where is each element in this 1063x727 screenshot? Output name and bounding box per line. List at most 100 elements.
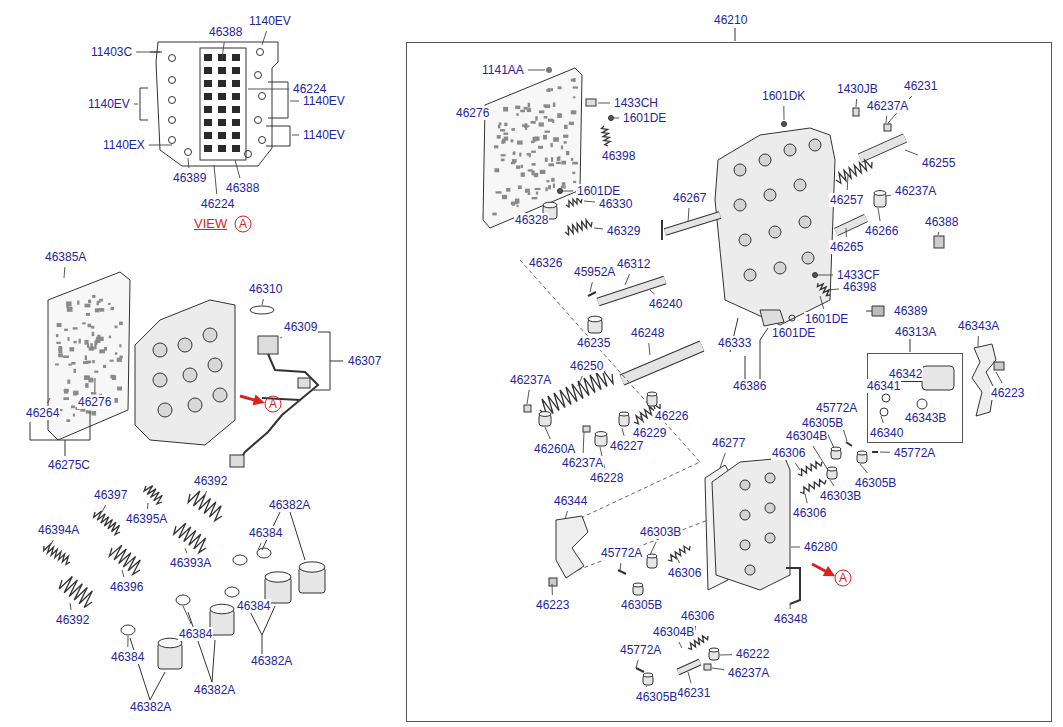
pin bbox=[846, 442, 852, 446]
callout-number: 46223 bbox=[535, 598, 570, 612]
leader-line bbox=[846, 228, 847, 237]
callout-number: 46348 bbox=[773, 612, 808, 626]
bolt-square bbox=[232, 93, 240, 100]
plug-end bbox=[831, 447, 841, 451]
bracket bbox=[65, 440, 66, 456]
leader bbox=[910, 338, 911, 352]
bolt-hole bbox=[169, 97, 176, 104]
plate-hole bbox=[511, 139, 514, 142]
separator-plate bbox=[483, 68, 582, 228]
o-ring bbox=[121, 625, 135, 635]
pin bbox=[524, 405, 531, 412]
plate-hole bbox=[67, 380, 70, 384]
plate-hole bbox=[87, 324, 91, 328]
plate-hole bbox=[558, 86, 562, 89]
spring bbox=[836, 160, 872, 183]
plug-end bbox=[647, 392, 657, 396]
solenoid bbox=[922, 366, 954, 390]
leader-line bbox=[590, 282, 592, 292]
bracket bbox=[150, 672, 165, 700]
callout-number: 46382A bbox=[129, 700, 172, 714]
plate-hole bbox=[532, 163, 536, 166]
valve-bore bbox=[734, 199, 746, 211]
plate-hole bbox=[547, 180, 550, 182]
pin bbox=[884, 124, 891, 131]
plate-hole bbox=[515, 199, 520, 204]
leader-line bbox=[880, 452, 890, 453]
parts-drawing bbox=[30, 28, 1004, 700]
bolt-square bbox=[218, 67, 226, 74]
bolt bbox=[934, 236, 944, 248]
callout-number: 46393A bbox=[169, 556, 212, 570]
leader-line bbox=[552, 584, 553, 595]
callout-number: 46237A bbox=[561, 456, 604, 470]
bolt-square bbox=[204, 54, 212, 61]
callout-number: 46384 bbox=[178, 627, 213, 641]
plate-hole bbox=[117, 387, 122, 391]
solenoid-port bbox=[158, 403, 172, 417]
plug-end bbox=[827, 467, 837, 471]
leader-line bbox=[820, 296, 824, 309]
bolt-hole bbox=[169, 55, 176, 62]
plate-hole bbox=[557, 157, 560, 161]
callout-number: 46237A bbox=[866, 99, 909, 113]
bolt-square bbox=[218, 93, 226, 100]
leader-line bbox=[795, 463, 800, 470]
plate-hole bbox=[517, 141, 523, 145]
leader-line bbox=[996, 372, 1002, 383]
o-ring bbox=[176, 595, 190, 605]
callout-number: 45772A bbox=[893, 446, 936, 460]
callout-number: 46226 bbox=[654, 409, 689, 423]
spool bbox=[622, 346, 702, 380]
leader-line bbox=[563, 191, 573, 192]
plate-hole bbox=[531, 121, 536, 124]
leader-line bbox=[828, 289, 839, 290]
plate-hole bbox=[545, 158, 548, 162]
valve-bore bbox=[765, 473, 775, 483]
plate-hole bbox=[520, 110, 525, 113]
plate-hole bbox=[539, 122, 544, 126]
bolt-hole bbox=[255, 117, 262, 124]
callout-number: 46304B bbox=[785, 429, 828, 443]
callout-number: 45772A bbox=[815, 401, 858, 415]
plate-hole bbox=[103, 365, 106, 368]
callout-number: 1601DE bbox=[622, 111, 667, 125]
plug-end bbox=[643, 673, 653, 677]
plug-end bbox=[709, 648, 719, 652]
gasket-outline bbox=[156, 42, 278, 166]
plate-hole bbox=[111, 307, 114, 310]
callout-number: 46305B bbox=[635, 690, 678, 704]
connector bbox=[258, 336, 278, 354]
leader bbox=[735, 28, 736, 41]
plate-hole bbox=[501, 154, 506, 156]
callout-number: 1601DE bbox=[576, 184, 621, 198]
plate-hole bbox=[540, 170, 546, 174]
plug-end bbox=[874, 191, 886, 196]
leader-line bbox=[614, 118, 619, 119]
valve-bore bbox=[799, 216, 811, 228]
bolt bbox=[546, 67, 552, 73]
valve-bore bbox=[769, 226, 781, 238]
plate-hole bbox=[501, 159, 505, 162]
plate-hole bbox=[82, 322, 86, 324]
leader-line bbox=[805, 494, 807, 503]
bolt bbox=[549, 578, 557, 586]
plate-hole bbox=[512, 159, 517, 163]
callout-number: 46237A bbox=[894, 184, 937, 198]
leader-line bbox=[235, 160, 240, 178]
plate-hole bbox=[558, 156, 560, 160]
view-marker-letter: A bbox=[839, 571, 847, 585]
o-ring bbox=[882, 394, 890, 402]
solenoid-port bbox=[153, 343, 167, 357]
leader-line bbox=[134, 104, 138, 105]
callout-number: 46265 bbox=[829, 240, 864, 254]
plug-end bbox=[857, 451, 867, 455]
plate-hole bbox=[115, 326, 118, 329]
valve-bore bbox=[765, 503, 775, 513]
plate-hole bbox=[73, 327, 78, 329]
leader-line bbox=[136, 52, 160, 53]
solenoid-port bbox=[183, 368, 197, 382]
spool bbox=[665, 215, 720, 232]
callout-number: 46280 bbox=[803, 540, 838, 554]
plate-hole bbox=[67, 337, 69, 341]
